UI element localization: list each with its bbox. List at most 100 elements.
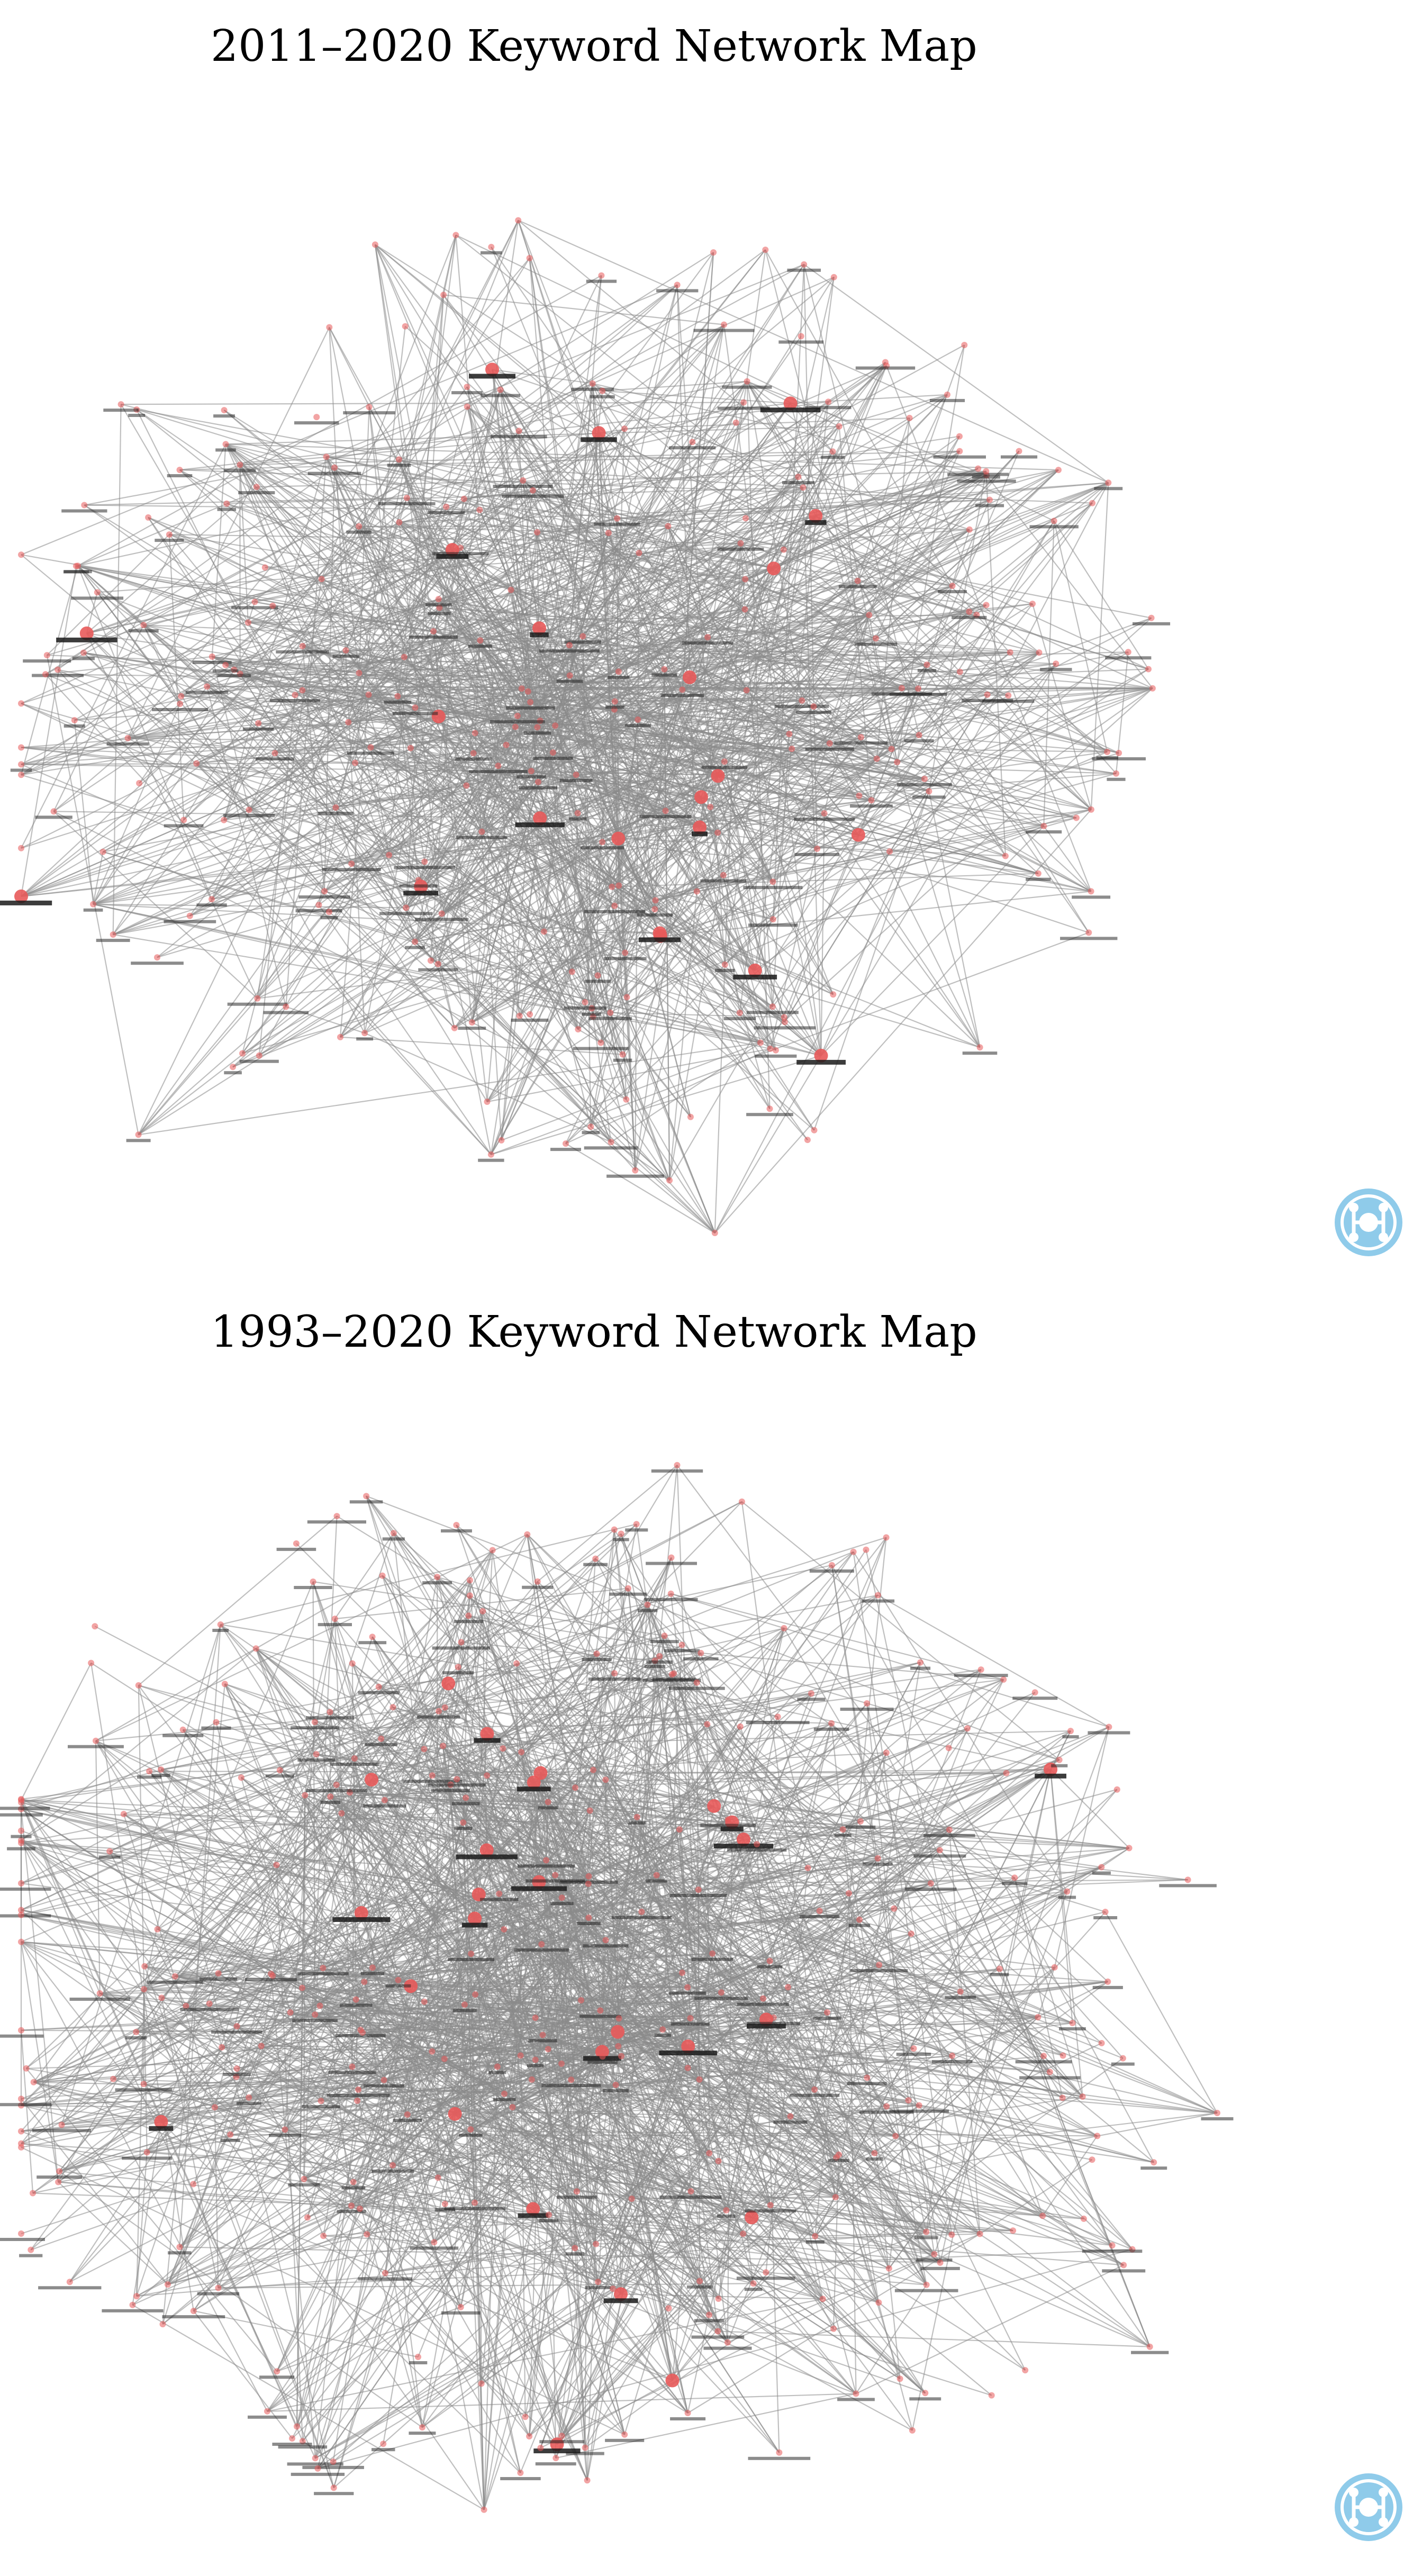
network-edge xyxy=(21,2097,249,2106)
network-edge xyxy=(138,1684,355,1759)
network-edge xyxy=(690,2018,927,2233)
network-edge xyxy=(471,765,499,1023)
keyword-label-mark xyxy=(834,741,888,745)
network-edge xyxy=(918,503,1093,736)
network-edge xyxy=(1050,1769,1130,1849)
network-hub-icon[interactable] xyxy=(1333,1186,1405,1258)
network-edge xyxy=(168,534,185,820)
network-node xyxy=(448,2107,462,2121)
network-edge xyxy=(820,813,825,1056)
network-edge xyxy=(20,1809,59,2182)
keyword-label-mark xyxy=(356,1037,374,1041)
network-edge xyxy=(598,433,618,519)
keyword-label-mark xyxy=(625,1528,648,1532)
keyword-label-mark xyxy=(339,2003,373,2007)
network-node xyxy=(853,2390,859,2397)
network-node xyxy=(479,1608,486,1614)
network-node xyxy=(964,1725,971,1732)
keyword-label-mark xyxy=(164,824,204,828)
network-node xyxy=(289,2435,295,2442)
network-edge xyxy=(218,2248,1133,2289)
network-edge xyxy=(21,703,785,1018)
network-edge xyxy=(399,499,990,523)
network-node xyxy=(718,1989,724,1996)
keyword-label-mark xyxy=(582,1012,602,1016)
network-node xyxy=(453,1522,460,1528)
network-edge xyxy=(656,1874,1043,2217)
network-node xyxy=(769,916,776,923)
keyword-label-mark xyxy=(322,868,381,872)
network-edge xyxy=(532,1770,594,2209)
network-node xyxy=(18,2144,24,2151)
network-node xyxy=(179,1726,186,1733)
network-node xyxy=(737,1833,750,1847)
keyword-label-mark xyxy=(608,676,630,679)
network-node xyxy=(836,2151,843,2158)
network-node xyxy=(615,882,622,889)
network-edge xyxy=(555,1857,878,1876)
network-edge xyxy=(241,1777,815,2090)
network-node xyxy=(230,1064,236,1071)
network-node xyxy=(363,1493,370,1500)
network-node xyxy=(774,1713,781,1720)
network-edge xyxy=(382,1575,594,1771)
network-edge xyxy=(196,640,481,764)
network-node xyxy=(497,386,504,393)
network-node xyxy=(18,1880,24,1886)
network-node xyxy=(513,1660,520,1667)
network-edge xyxy=(21,1669,982,2106)
keyword-label-mark xyxy=(845,1825,876,1829)
network-edge xyxy=(610,1042,761,1143)
network-edge xyxy=(857,580,1149,670)
network-edge xyxy=(303,1881,540,2180)
keyword-label-mark xyxy=(556,679,583,683)
keyword-label-mark xyxy=(245,1978,297,1982)
network-edge xyxy=(618,2018,701,2282)
keyword-label-mark xyxy=(541,2084,601,2088)
network-edge xyxy=(815,515,977,615)
keyword-label-mark xyxy=(332,1917,391,1922)
network-node xyxy=(956,448,963,455)
network-node xyxy=(582,2444,588,2451)
keyword-label-mark xyxy=(493,2098,516,2101)
keyword-label-mark xyxy=(1060,937,1118,940)
network-node xyxy=(312,2011,319,2018)
network-node xyxy=(190,2308,197,2315)
keyword-label-mark xyxy=(723,1017,756,1020)
network-edge xyxy=(784,664,928,1022)
network-edge xyxy=(597,1849,940,2282)
network-edge xyxy=(321,249,766,580)
keyword-label-mark xyxy=(847,2082,887,2085)
network-edge xyxy=(831,1722,1109,1982)
keyword-label-mark xyxy=(1088,1731,1130,1735)
network-node xyxy=(715,772,722,778)
network-edge xyxy=(556,2393,856,2459)
network-edge xyxy=(817,752,1119,849)
network-edge xyxy=(803,264,1109,484)
network-edge xyxy=(333,1789,1118,2489)
network-edge xyxy=(520,2067,689,2473)
network-node xyxy=(18,2096,24,2102)
network-node xyxy=(766,1105,773,1112)
network-node xyxy=(566,642,573,649)
keyword-label-mark xyxy=(905,1888,957,1891)
keyword-label-mark xyxy=(180,2008,239,2011)
keyword-label-mark xyxy=(669,1991,707,1995)
keyword-label-mark xyxy=(805,406,852,410)
network-node xyxy=(652,897,659,904)
network-node xyxy=(1145,666,1152,673)
network-edge xyxy=(698,1889,701,2281)
keyword-label-mark xyxy=(393,2118,422,2122)
network-edge xyxy=(61,2079,532,2126)
network-edge xyxy=(456,1525,927,2285)
network-edge xyxy=(336,651,1129,809)
network-edge xyxy=(501,689,683,1141)
network-node xyxy=(264,2408,270,2415)
keyword-label-mark xyxy=(550,1148,581,1151)
network-hub-icon[interactable] xyxy=(1333,2471,1405,2543)
network-edge xyxy=(815,515,961,673)
network-edge xyxy=(239,464,407,908)
network-edge xyxy=(731,1822,901,2379)
keyword-label-mark xyxy=(223,2073,251,2076)
network-node xyxy=(237,461,243,468)
